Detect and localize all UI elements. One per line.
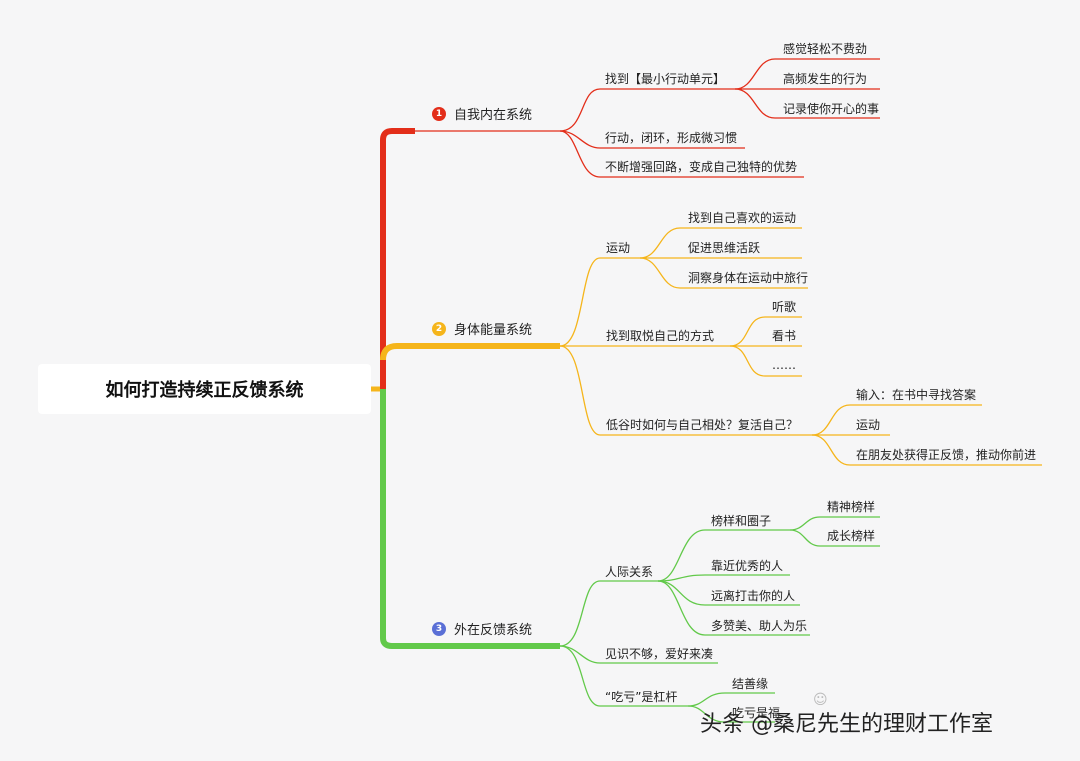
watermark-text: 头条 @桑尼先生的理财工作室 <box>700 712 993 737</box>
branch-3-label: 外在反馈系统 <box>454 623 533 638</box>
node-active-thinking[interactable]: 促进思维活跃 <box>688 241 761 255</box>
node-action-habit[interactable]: 行动，闭环，形成微习惯 <box>605 131 738 145</box>
node-enhance-loop[interactable]: 不断增强回路，变成自己独特的优势 <box>605 160 798 174</box>
node-praise-help[interactable]: 多赞美、助人为乐 <box>711 619 808 633</box>
branch-2-lines <box>559 227 1042 466</box>
node-body-travel[interactable]: 洞察身体在运动中旅行 <box>688 271 809 285</box>
node-exercise-2[interactable]: 运动 <box>856 418 881 432</box>
node-exercise[interactable]: 运动 <box>606 241 631 255</box>
node-relationships[interactable]: 人际关系 <box>605 565 654 579</box>
node-friends-feedback[interactable]: 在朋友处获得正反馈，推动你前进 <box>856 448 1037 462</box>
trunk-red <box>380 128 415 389</box>
node-near-excellent[interactable]: 靠近优秀的人 <box>711 559 784 573</box>
node-input-books[interactable]: 输入：在书中寻找答案 <box>856 388 977 402</box>
node-min-action-unit[interactable]: 找到【最小行动单元】 <box>605 72 726 86</box>
trunk-green <box>380 389 560 649</box>
node-low-point[interactable]: 低谷时如何与自己相处？复活自己？ <box>606 418 799 432</box>
node-good-karma[interactable]: 结善缘 <box>732 677 769 691</box>
branch-1-lines <box>415 58 880 178</box>
branch-2-node[interactable]: 2 身体能量系统 <box>432 319 532 338</box>
branch-1-label: 自我内在系统 <box>454 108 533 123</box>
node-ellipsis[interactable]: …… <box>772 358 796 372</box>
branch-3-node[interactable]: 3 外在反馈系统 <box>432 619 532 638</box>
node-reading[interactable]: 看书 <box>772 329 797 343</box>
branch-3-badge: 3 <box>432 621 446 636</box>
branch-2-label: 身体能量系统 <box>454 323 533 338</box>
node-music[interactable]: 听歌 <box>772 300 797 314</box>
trunk-yellow <box>380 343 560 361</box>
branch-2-badge: 2 <box>432 321 446 336</box>
node-loss-blessing[interactable]: 吃亏是福 <box>732 706 781 720</box>
branch-3-lines <box>559 516 880 723</box>
node-favorite-sport[interactable]: 找到自己喜欢的运动 <box>688 211 797 225</box>
root-node-title[interactable]: 如何打造持续正反馈系统 <box>38 364 371 414</box>
branch-1-node[interactable]: 1 自我内在系统 <box>432 104 532 123</box>
node-knowledge-hobby[interactable]: 见识不够，爱好来凑 <box>605 647 714 661</box>
node-growth-model[interactable]: 成长榜样 <box>827 529 876 543</box>
node-feel-easy[interactable]: 感觉轻松不费劲 <box>783 42 868 56</box>
node-record-happy[interactable]: 记录使你开心的事 <box>783 102 880 116</box>
node-role-models[interactable]: 榜样和圈子 <box>711 514 772 528</box>
watermark-chat-icon: ☺ <box>813 692 828 708</box>
branch-1-badge: 1 <box>432 106 446 121</box>
node-loss-leverage[interactable]: “吃亏”是杠杆 <box>605 690 678 704</box>
node-high-frequency[interactable]: 高频发生的行为 <box>783 72 868 86</box>
node-spiritual-model[interactable]: 精神榜样 <box>827 500 876 514</box>
node-avoid-discouragers[interactable]: 远离打击你的人 <box>711 589 796 603</box>
node-please-self[interactable]: 找到取悦自己的方式 <box>606 329 715 343</box>
